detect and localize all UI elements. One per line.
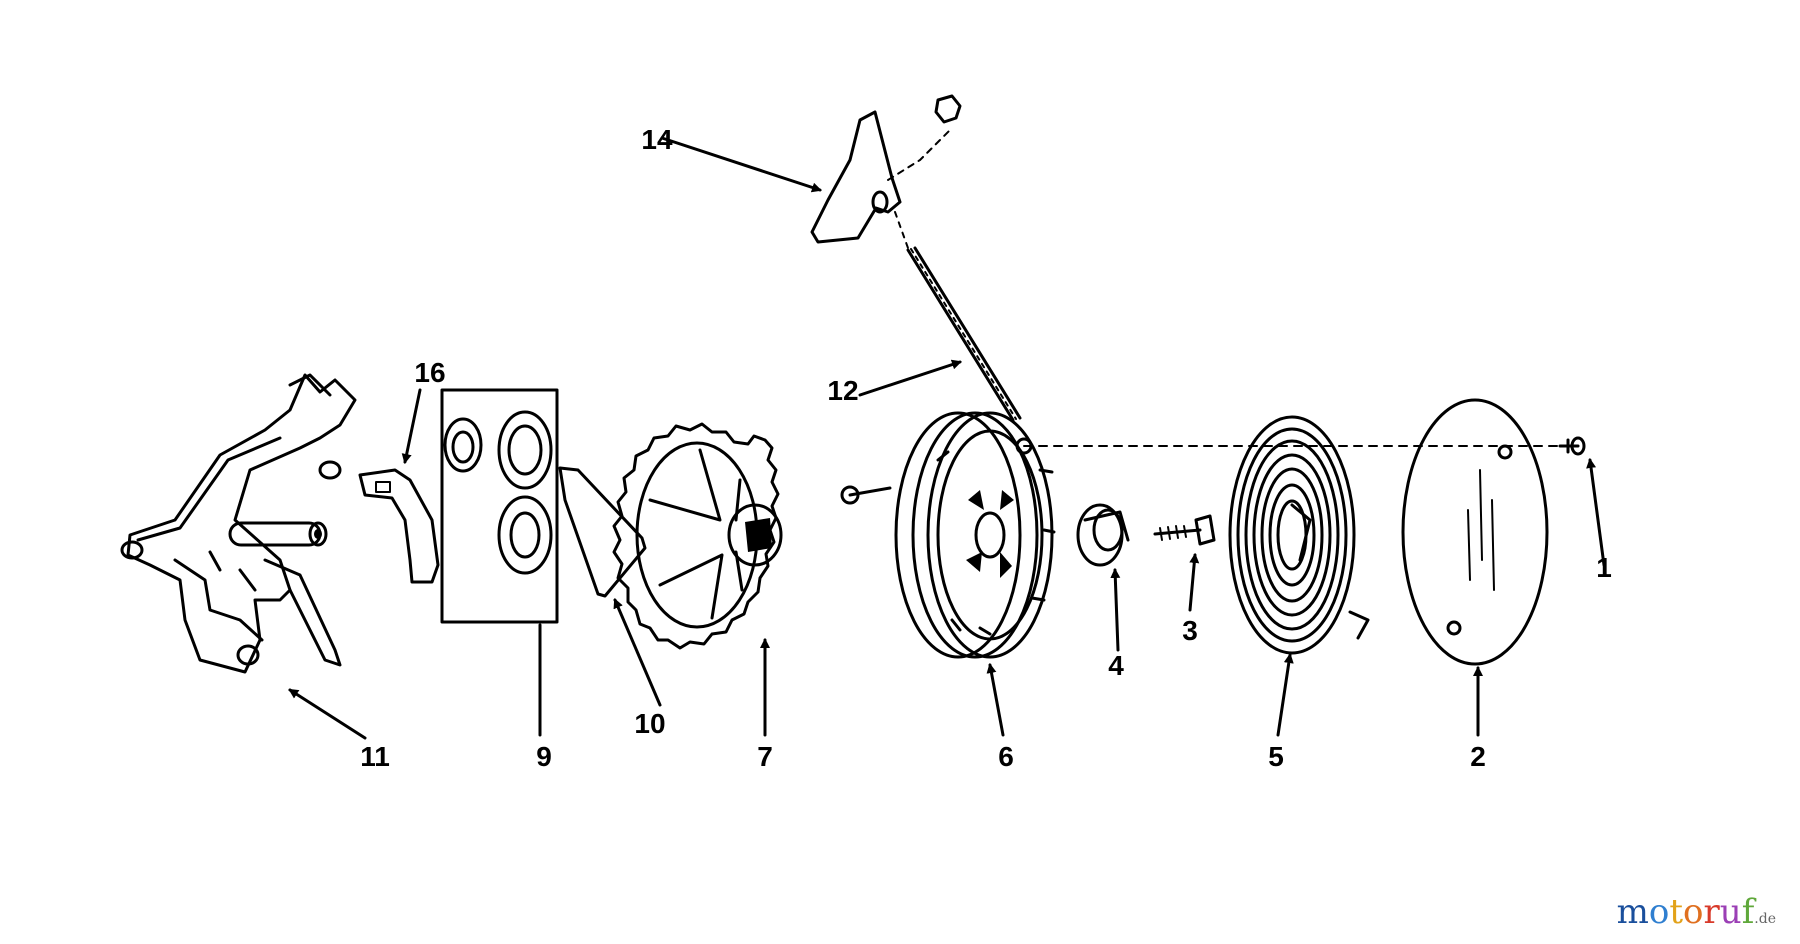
label-part-4: 4 (1108, 650, 1124, 681)
logo-tld: .de (1754, 911, 1776, 927)
part-16-clip (358, 468, 440, 584)
logo-letter: r (1703, 892, 1720, 932)
label-part-2: 2 (1470, 741, 1486, 772)
label-part-16: 16 (414, 357, 445, 388)
part-5-spring (1228, 415, 1370, 655)
part-1-screw (1558, 436, 1586, 456)
label-part-14: 14 (641, 124, 673, 155)
logo-letter: f (1741, 892, 1755, 932)
motoruf-watermark-logo: motoruf.de (1617, 892, 1776, 932)
part-10-wire-spring (558, 466, 647, 598)
logo-letter: t (1669, 892, 1684, 932)
label-part-11: 11 (360, 741, 390, 772)
label-part-6: 6 (998, 741, 1014, 772)
label-part-3: 3 (1182, 615, 1198, 646)
label-part-5: 5 (1268, 741, 1284, 772)
part-11-bracket (120, 373, 357, 674)
label-part-10: 10 (634, 708, 665, 739)
label-part-1: 1 (1596, 552, 1612, 583)
part-9-plate (440, 388, 559, 624)
label-part-12: 12 (827, 375, 858, 406)
part-4-bushing (1076, 503, 1130, 567)
label-part-7: 7 (757, 741, 773, 772)
logo-letter: u (1719, 892, 1742, 932)
part-12-rope (906, 246, 1022, 422)
label-part-9: 9 (536, 741, 552, 772)
part-14-handle (810, 94, 962, 249)
part-2-cover (1401, 398, 1549, 666)
part-3-screw (1153, 514, 1216, 546)
part-6-pulley (840, 411, 1056, 659)
logo-letter: m (1616, 892, 1649, 932)
part-7-gear (612, 422, 783, 650)
logo-letter: o (1683, 892, 1704, 932)
logo-letter: o (1648, 892, 1670, 932)
part-labels: 1 2 3 4 5 6 7 9 10 11 12 14 16 (360, 124, 1612, 772)
leader-arrows (288, 136, 1606, 740)
